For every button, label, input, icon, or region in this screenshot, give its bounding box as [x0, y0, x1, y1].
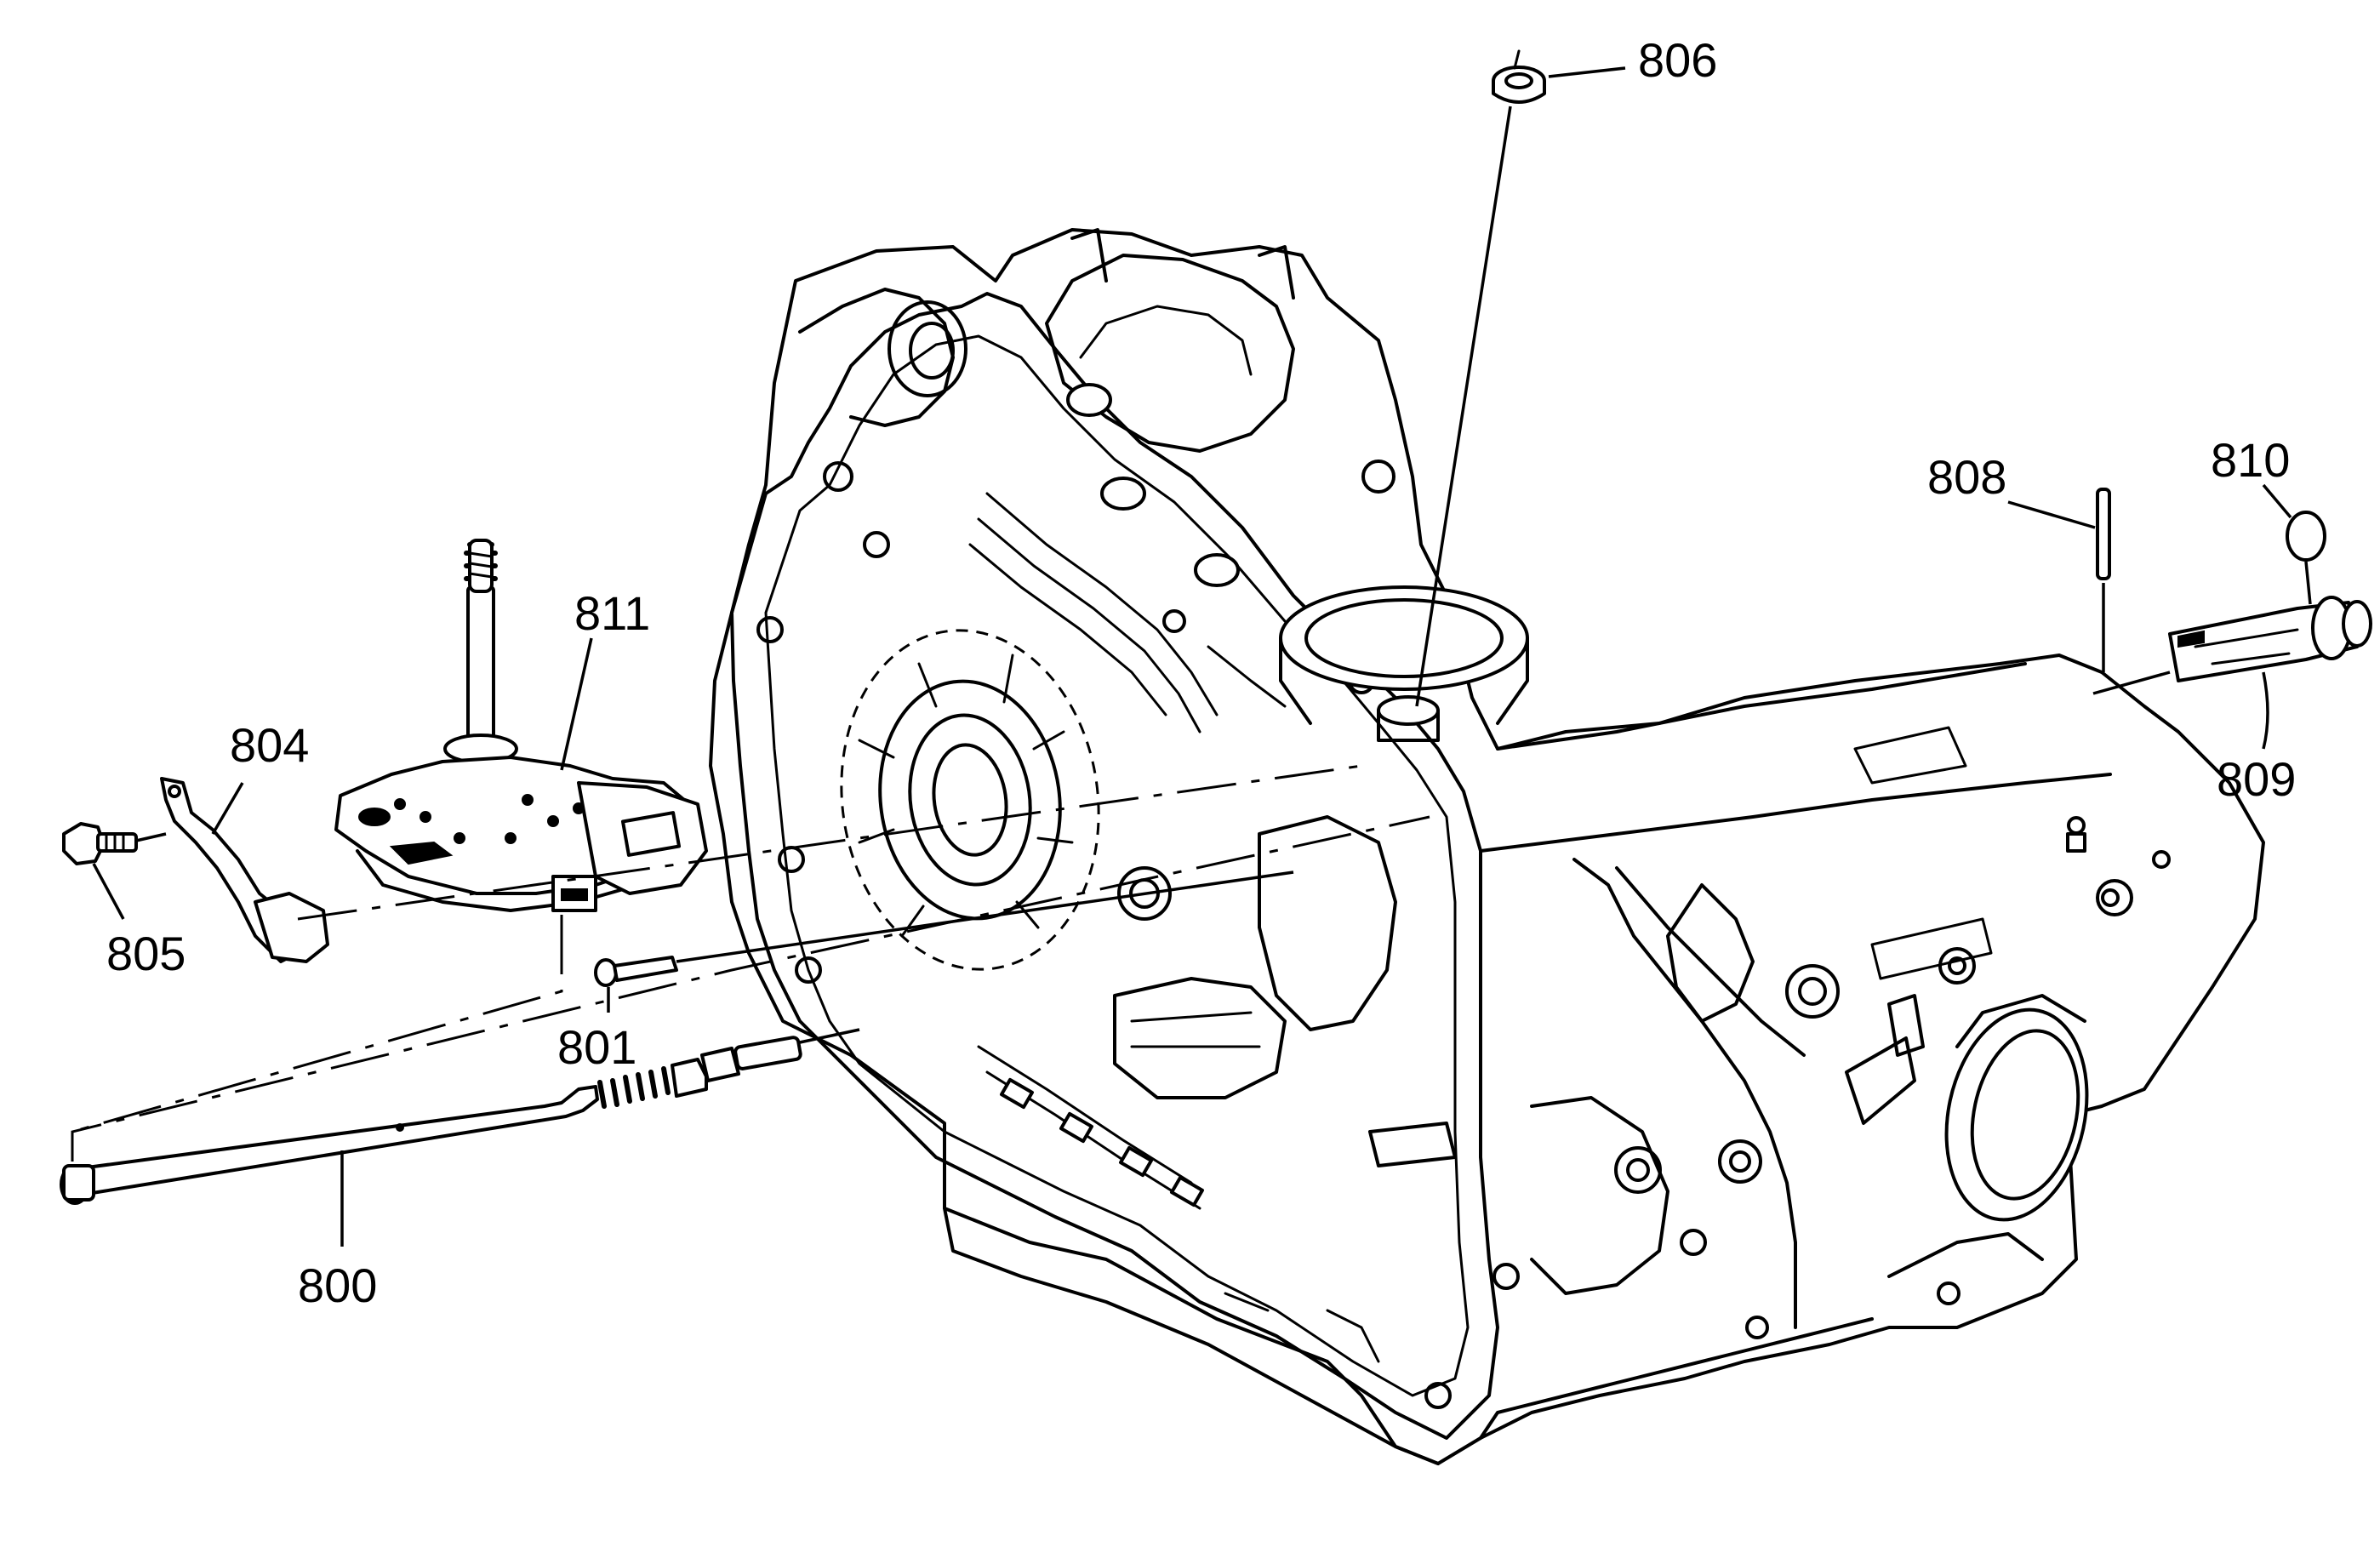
leader-806 — [1415, 106, 1512, 707]
part-801-pin — [594, 956, 678, 987]
part-808-pin — [2096, 488, 2111, 580]
leader-805-axis — [135, 832, 167, 842]
callout-804: 804 — [230, 718, 309, 772]
part-805-bolt — [62, 822, 138, 865]
callout-800: 800 — [298, 1259, 377, 1312]
callout-811: 811 — [574, 586, 650, 640]
leader-810 — [2304, 561, 2312, 605]
leader-811 — [560, 637, 593, 771]
part-809-shaft — [2168, 596, 2372, 682]
leader-808-label — [2007, 500, 2096, 529]
leader-809 — [2262, 671, 2269, 750]
callout-801: 801 — [557, 1020, 636, 1074]
leader-806-label — [1548, 66, 1626, 78]
leader-809-axis — [2092, 671, 2171, 695]
part-804-bracket — [160, 777, 329, 963]
part-810-o-ring — [2286, 511, 2326, 562]
centerline-bracket-to-case — [297, 764, 1362, 921]
leader-810-label — [2262, 483, 2292, 519]
centerline-switch-to-case — [71, 815, 1430, 1162]
callout-810: 810 — [2211, 433, 2290, 487]
part-811-switch — [334, 539, 708, 912]
part-800-cable — [60, 1036, 802, 1205]
transaxle-case — [709, 228, 2265, 1465]
leader-801-axis — [676, 870, 1294, 963]
callout-806: 806 — [1638, 33, 1717, 87]
callout-805: 805 — [106, 927, 185, 980]
callout-808: 808 — [1927, 450, 2006, 504]
leader-804 — [211, 782, 244, 835]
callout-809: 809 — [2217, 752, 2296, 806]
part-806-bushing — [1492, 49, 1546, 104]
leader-805 — [92, 863, 125, 920]
leader-800-axis — [799, 1028, 860, 1044]
